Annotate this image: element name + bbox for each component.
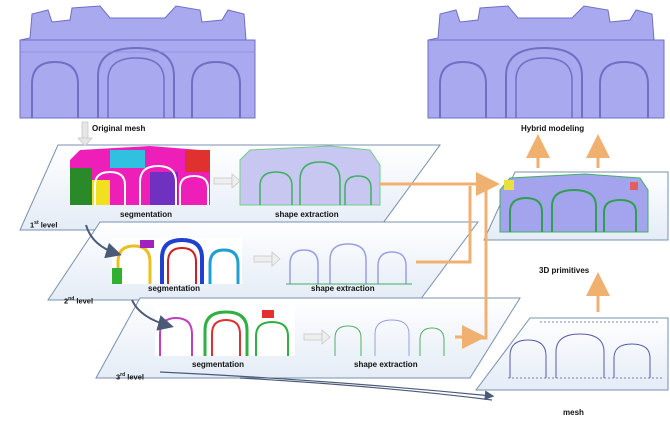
level-1-grey-arrow (213, 173, 241, 189)
level-3-number: 3 (116, 372, 121, 382)
3d-primitives-label: 3D primitives (539, 266, 590, 275)
level-1-number: 1 (30, 220, 35, 230)
residual-mesh-model (508, 321, 662, 379)
level-2-segmentation-label: segmentation (148, 284, 201, 293)
level-3-segmentation-label: segmentation (192, 360, 245, 369)
level-3-word: level (127, 372, 144, 382)
original-to-level1-arrow (77, 121, 93, 147)
level-1-word: level (40, 220, 58, 230)
level-3-segmentation-image (155, 306, 295, 356)
level-1-ordinal: st (34, 220, 39, 226)
level-3-shape-extraction-label: shape extraction (354, 360, 418, 369)
level-2-label: 2nd level (64, 296, 93, 306)
level-1-shape-extraction-label: shape extraction (275, 210, 339, 219)
level-1-shape-extraction-image (239, 145, 381, 206)
level3-to-mesh-arrow-1 (159, 371, 495, 401)
original-mesh-label: Original mesh (92, 124, 146, 133)
hybrid-modeling-label: Hybrid modeling (521, 124, 585, 133)
level-1-label: 1st level (30, 220, 57, 230)
level-3-ordinal: rd (120, 372, 126, 378)
level-3-grey-arrow (303, 329, 331, 345)
level2-to-level3-curve-arrow (131, 299, 174, 331)
level-2-word: level (76, 296, 94, 306)
level2-to-primitives-arrow (416, 186, 472, 264)
level-1-segmentation-image (70, 146, 210, 205)
original-mesh-model (19, 5, 256, 119)
level-2-ordinal: nd (68, 296, 75, 302)
level3-to-mesh-arrow-2 (239, 377, 493, 401)
level1-to-level2-curve-arrow (85, 224, 122, 259)
level-1-segmentation-label: segmentation (120, 210, 173, 219)
residual-mesh-plane (475, 317, 669, 391)
mesh-label: mesh (563, 408, 584, 417)
flow-arrows (380, 134, 610, 349)
hybrid-model (427, 5, 665, 119)
level-3-label: 3rd level (116, 372, 144, 382)
level-2-shape-extraction-label: shape extraction (311, 284, 375, 293)
level-3-shape-extraction-image (334, 319, 445, 356)
3d-primitives-model (499, 173, 649, 233)
level-2-grey-arrow (253, 251, 281, 267)
level-2-shape-extraction-image (286, 243, 412, 285)
level-2-segmentation-image (112, 237, 242, 284)
level-2-number: 2 (64, 296, 69, 306)
